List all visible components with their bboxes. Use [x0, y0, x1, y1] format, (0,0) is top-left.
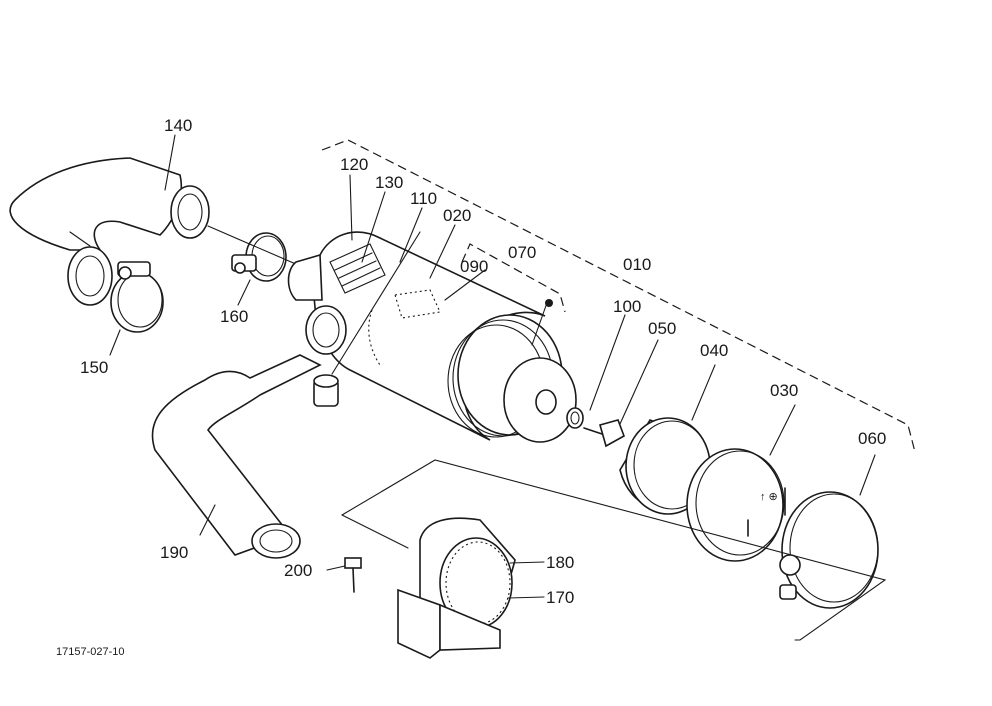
callout-150: 150: [80, 358, 108, 377]
hose-clamp-160: [231, 232, 287, 282]
assembly-outline-070: [461, 243, 566, 313]
callout-010: 010: [623, 255, 651, 274]
callout-110: 110: [410, 189, 437, 208]
bracket-outline: [341, 459, 887, 641]
assembly-outline-010: [321, 139, 916, 453]
mounting-band-170-180: [397, 517, 516, 659]
drawing-reference-number: 17157-027-10: [56, 646, 125, 658]
callout-170: 170: [546, 588, 574, 607]
callout-180: 180: [546, 553, 574, 572]
bolt-200: [326, 557, 362, 593]
upper-hose: [9, 157, 210, 306]
callout-020: 020: [443, 206, 471, 225]
callout-090: 090: [460, 257, 488, 276]
wing-nut-050: [583, 419, 625, 448]
callout-160: 160: [220, 307, 248, 326]
callout-200: 200: [284, 561, 312, 580]
dust-valve-110: [313, 231, 421, 407]
lower-hose: [151, 354, 322, 559]
leader-140-to-body: [207, 225, 306, 269]
leader-lines: [109, 134, 876, 599]
band-clamp-060: [779, 491, 879, 609]
callout-140: 140: [164, 116, 192, 135]
callout-190: 190: [160, 543, 188, 562]
callout-130: 130: [375, 173, 403, 192]
callout-060: 060: [858, 429, 886, 448]
bracket-outline-left: [341, 514, 409, 549]
inner-element-030: ↑ ⊕: [686, 448, 786, 562]
callout-050: 050: [648, 319, 676, 338]
callout-040: 040: [700, 341, 728, 360]
callout-070: 070: [508, 243, 536, 262]
callout-030: 030: [770, 381, 798, 400]
seal-ring-100: [566, 407, 584, 429]
svg-text:↑ ⊕: ↑ ⊕: [760, 491, 778, 503]
callout-100: 100: [613, 297, 641, 316]
hose-clamp-150: [110, 261, 164, 333]
callout-120: 120: [340, 155, 368, 174]
air-cleaner-body: [287, 231, 577, 443]
